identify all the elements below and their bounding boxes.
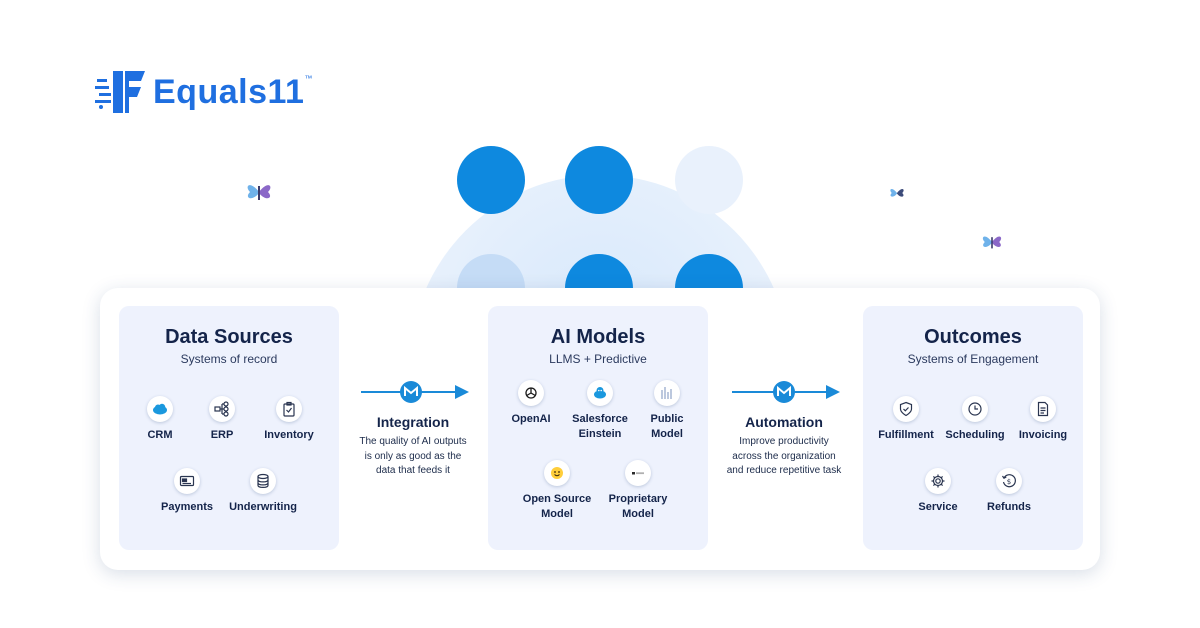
openai-icon xyxy=(518,380,544,406)
card-title: AI Models xyxy=(488,326,708,349)
einstein-icon xyxy=(587,380,613,406)
description-line: Improve productivity xyxy=(714,435,854,450)
automation-title: Automation xyxy=(714,414,854,430)
butterfly-icon xyxy=(244,180,274,204)
refunds-item: $ Refunds xyxy=(964,468,1054,515)
description-line: The quality of AI outputs xyxy=(343,435,483,450)
butterfly-icon xyxy=(980,232,1004,252)
butterfly-icon xyxy=(888,186,906,200)
svg-text:$: $ xyxy=(1007,478,1011,486)
item-label: Invoicing xyxy=(998,428,1088,443)
item-label: Underwriting xyxy=(218,500,308,515)
ai-models-card: AI Models LLMS + Predictive OpenAI Sales… xyxy=(488,306,708,550)
description-line: data that feeds it xyxy=(343,464,483,479)
item-label: Refunds xyxy=(964,500,1054,515)
document-icon xyxy=(1030,396,1056,422)
shield-check-icon xyxy=(893,396,919,422)
clipboard-icon xyxy=(276,396,302,422)
integration-description: The quality of AI outputs is only as goo… xyxy=(343,435,483,479)
integration-title: Integration xyxy=(343,414,483,430)
card-title: Outcomes xyxy=(863,326,1083,349)
item-label: Inventory xyxy=(244,428,334,443)
automation-description: Improve productivity across the organiza… xyxy=(714,435,854,479)
description-line: across the organization xyxy=(714,450,854,465)
equals11-logo-mark-icon xyxy=(95,67,151,117)
integration-arrow xyxy=(361,378,471,406)
description-line: is only as good as the xyxy=(343,450,483,465)
decor-dot xyxy=(565,146,633,214)
hugging-face-icon xyxy=(544,460,570,486)
invoicing-item: Invoicing xyxy=(998,396,1088,443)
network-nodes-icon xyxy=(209,396,235,422)
data-sources-card: Data Sources Systems of record CRM ERP I… xyxy=(119,306,339,550)
card-subtitle: Systems of Engagement xyxy=(863,352,1083,366)
clock-icon xyxy=(962,396,988,422)
decor-dot xyxy=(675,146,743,214)
description-line: and reduce repetitive task xyxy=(714,464,854,479)
card-subtitle: Systems of record xyxy=(119,352,339,366)
inventory-item: Inventory xyxy=(244,396,334,443)
cohere-icon xyxy=(625,460,651,486)
decor-dot xyxy=(457,146,525,214)
public-model-icon xyxy=(654,380,680,406)
card-subtitle: LLMS + Predictive xyxy=(488,352,708,366)
outcomes-card: Outcomes Systems of Engagement Fulfillme… xyxy=(863,306,1083,550)
automation-arrow xyxy=(732,378,842,406)
card-title: Data Sources xyxy=(119,326,339,349)
brand-name: Equals11 xyxy=(153,73,304,112)
credit-card-icon xyxy=(174,468,200,494)
dollar-refund-icon: $ xyxy=(996,468,1022,494)
database-icon xyxy=(250,468,276,494)
brand-logo: Equals11 ™ xyxy=(95,66,325,118)
underwriting-item: Underwriting xyxy=(218,468,308,515)
salesforce-cloud-icon xyxy=(147,396,173,422)
brand-trademark: ™ xyxy=(304,74,312,83)
gear-icon xyxy=(925,468,951,494)
